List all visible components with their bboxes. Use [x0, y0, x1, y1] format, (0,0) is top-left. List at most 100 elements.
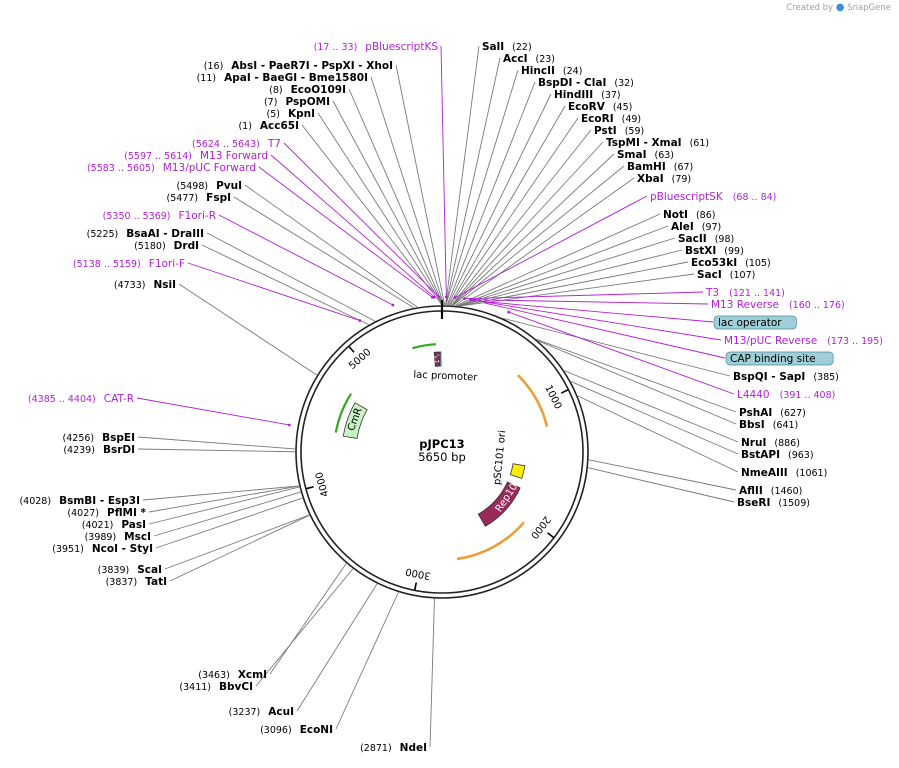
enzyme-site-bstxi[interactable]: BstXI(99) [685, 245, 744, 257]
primer-range: (5583 .. 5605) [87, 163, 155, 174]
enzyme-site-bsrdi[interactable]: (4239)BsrDI [63, 444, 135, 456]
enzyme-position: (79) [672, 174, 692, 185]
enzyme-name: FspI [206, 192, 231, 204]
enzyme-site-bspdi-clai[interactable]: BspDI - ClaI(32) [538, 77, 634, 89]
enzyme-site-acci[interactable]: AccI(23) [503, 53, 555, 65]
leader-line [148, 485, 300, 513]
enzyme-site-nsii[interactable]: (4733)NsiI [114, 279, 176, 291]
misc-feature-cap-binding-site[interactable]: CAP binding site [730, 353, 816, 365]
lacZ-alpha-feature[interactable] [433, 351, 440, 367]
leader-line [244, 184, 418, 308]
enzyme-site-saci[interactable]: SacI(107) [697, 269, 755, 281]
enzyme-site-smai[interactable]: SmaI(63) [617, 149, 674, 161]
enzyme-site-bbsi[interactable]: BbsI(641) [739, 419, 798, 431]
ruler-tick [547, 532, 555, 539]
enzyme-name: Acc65I [260, 120, 299, 132]
leader-lines [136, 45, 739, 748]
psc101-ori-feature[interactable] [509, 463, 526, 479]
enzyme-site-tati[interactable]: (3837)TatI [106, 576, 167, 588]
enzyme-site-absi-paer7i-pspxi-xhoi[interactable]: (16)AbsI - PaeR7I - PspXI - XhoI [204, 60, 393, 72]
leader-line [451, 141, 604, 306]
enzyme-site-xbai[interactable]: XbaI(79) [637, 173, 691, 185]
enzyme-position: (5477) [167, 193, 199, 204]
primer-pbluescriptsk[interactable]: pBluescriptSK(68 .. 84) [650, 191, 776, 203]
enzyme-site-noti[interactable]: NotI(86) [663, 209, 715, 221]
enzyme-site-ecori[interactable]: EcoRI(49) [581, 113, 641, 125]
enzyme-site-sali[interactable]: SalI(22) [482, 41, 532, 53]
rep101-feature[interactable] [477, 481, 521, 527]
enzyme-position: (4021) [82, 520, 114, 531]
enzyme-site-kpni[interactable]: (5)KpnI [266, 108, 315, 120]
lac-promoter-feature[interactable] [438, 351, 442, 367]
primer-mark [287, 423, 291, 427]
enzyme-site-eco53ki[interactable]: Eco53kI(105) [691, 257, 771, 269]
enzyme-site-nmeaiii[interactable]: NmeAIII(1061) [741, 467, 827, 479]
enzyme-site-nrui[interactable]: NruI(886) [741, 437, 800, 449]
enzyme-site-acui[interactable]: (3237)AcuI [229, 706, 294, 718]
primer-f1ori-f[interactable]: (5138 .. 5159)F1ori-F [73, 258, 185, 270]
enzyme-site-apai-baegi-bme1580i[interactable]: (11)ApaI - BaeGI - Bme1580I [197, 72, 368, 84]
primer-t3[interactable]: T3(121 .. 141) [705, 287, 785, 299]
leader-line [178, 283, 318, 376]
ruler-tick-label: 3000 [405, 565, 432, 581]
leader-line [332, 100, 444, 306]
enzyme-site-bbvci[interactable]: (3411)BbvCI [179, 681, 253, 693]
primer-cat-r[interactable]: (4385 .. 4404)CAT-R [28, 393, 134, 405]
enzyme-site-hindiii[interactable]: HindIII(37) [554, 89, 621, 101]
primer-l4440[interactable]: L4440(391 .. 408) [737, 389, 835, 401]
primer-m13-puc-forward[interactable]: (5583 .. 5605) M13/pUC Forward [87, 162, 256, 174]
leader-line [137, 436, 296, 450]
enzyme-site-psti[interactable]: PstI(59) [594, 125, 644, 137]
enzyme-site-msci[interactable]: (3989)MscI [85, 531, 151, 543]
enzyme-site-pvui[interactable]: (5498)PvuI [176, 180, 242, 192]
enzyme-site-ecorv[interactable]: EcoRV(45) [568, 101, 632, 113]
primer-range: (5624 .. 5643) [192, 139, 260, 150]
enzyme-site-hincii[interactable]: HincII(24) [521, 65, 582, 77]
leader-line [137, 448, 296, 453]
enzyme-site-bseri[interactable]: BseRI(1509) [737, 497, 810, 509]
primer-m13-puc-reverse[interactable]: M13/pUC Reverse(173 .. 195) [724, 335, 883, 347]
enzyme-position: (99) [724, 246, 744, 257]
enzyme-site-ncoi-styi[interactable]: (3951)NcoI - StyI [52, 543, 153, 555]
enzyme-site-alei[interactable]: AleI(97) [671, 221, 721, 233]
leader-line [577, 395, 739, 473]
enzyme-site-bstapi[interactable]: BstAPI(963) [741, 449, 814, 461]
primer-f1ori-r[interactable]: (5350 .. 5369)F1ori-R [103, 210, 216, 222]
primer-name: M13/pUC Forward [163, 162, 256, 174]
enzyme-site-tspmi-xmai[interactable]: TspMI - XmaI(61) [606, 137, 709, 149]
leader-line [270, 154, 435, 298]
enzyme-site-bamhi[interactable]: BamHI(67) [627, 161, 693, 173]
primer-t7[interactable]: (5624 .. 5643)T7 [192, 138, 281, 150]
enzyme-site-acc65i[interactable]: (1)Acc65I [238, 120, 299, 132]
enzyme-site-drdi[interactable]: (5180)DrdI [134, 240, 199, 252]
enzyme-name: AccI [503, 53, 527, 65]
enzyme-site-pasi[interactable]: (4021)PasI [82, 519, 146, 531]
enzyme-site-bsaai-draiii[interactable]: (5225)BsaAI - DraIII [87, 228, 204, 240]
enzyme-site-bspqi-sapi[interactable]: BspQI - SapI(385) [733, 371, 839, 383]
ruler-tick-label: 5000 [347, 347, 373, 372]
primer-name: F1ori-R [179, 210, 216, 222]
primer-m13-forward[interactable]: (5597 .. 5614)M13 Forward [124, 150, 268, 162]
enzyme-site-econi[interactable]: (3096)EcoNI [260, 724, 333, 736]
primer-pbluescriptks[interactable]: (17 .. 33)pBluescriptKS [314, 41, 439, 53]
enzyme-site-scai[interactable]: (3839)ScaI [98, 564, 162, 576]
primer-m13-reverse[interactable]: M13 Reverse(160 .. 176) [711, 299, 845, 311]
enzyme-site-fspi[interactable]: (5477) FspI [167, 192, 231, 204]
misc-feature-lac-operator[interactable]: lac operator [718, 317, 782, 329]
enzyme-site-ndei[interactable]: (2871)NdeI [360, 742, 427, 754]
cmr-feature[interactable] [342, 402, 368, 439]
enzyme-site-pshai[interactable]: PshAI(627) [739, 407, 806, 419]
enzyme-site-ecoo109i[interactable]: (8)EcoO109I [269, 84, 346, 96]
enzyme-site-xcmi[interactable]: (3463)XcmI [198, 669, 267, 681]
enzyme-site-bspei[interactable]: (4256)BspEI [63, 432, 135, 444]
enzyme-site-bsmbi-esp3i[interactable]: (4028)BsmBI - Esp3I [19, 495, 140, 507]
enzyme-site-sacii[interactable]: SacII(98) [678, 233, 734, 245]
enzyme-site-pflmi[interactable]: (4027)PflMI * [67, 507, 146, 519]
enzyme-site-pspomi[interactable]: (7)PspOMI [264, 96, 330, 108]
enzyme-position: (3989) [85, 532, 117, 543]
enzyme-position: (98) [715, 234, 735, 245]
leader-line [296, 583, 378, 712]
enzyme-name: NmeAIII [741, 467, 788, 479]
enzyme-site-aflii[interactable]: AflII(1460) [739, 485, 802, 497]
enzyme-position: (97) [702, 222, 722, 233]
